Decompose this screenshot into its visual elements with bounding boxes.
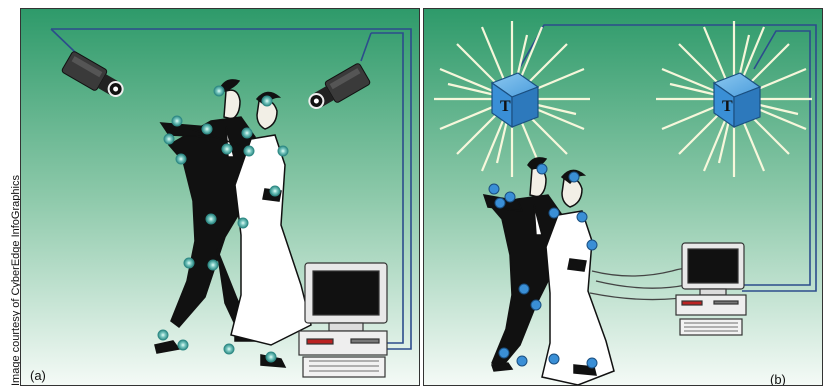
panel-b-label: (b) [770, 372, 786, 386]
panel-b: T T [423, 8, 823, 386]
image-credit: Image courtesy of CyberEdge InfoGraphics [2, 0, 18, 387]
tracker-emitter-right: T [656, 21, 812, 177]
computer-icon [676, 243, 746, 335]
tracker-emitter-left: T [434, 21, 590, 177]
cube-letter-right: T [722, 98, 733, 115]
computer-icon [299, 263, 387, 377]
gradient-background [424, 9, 822, 385]
panel-a-label: (a) [30, 368, 46, 383]
cube-letter-left: T [500, 98, 511, 115]
panel-a: (a) [20, 8, 420, 386]
